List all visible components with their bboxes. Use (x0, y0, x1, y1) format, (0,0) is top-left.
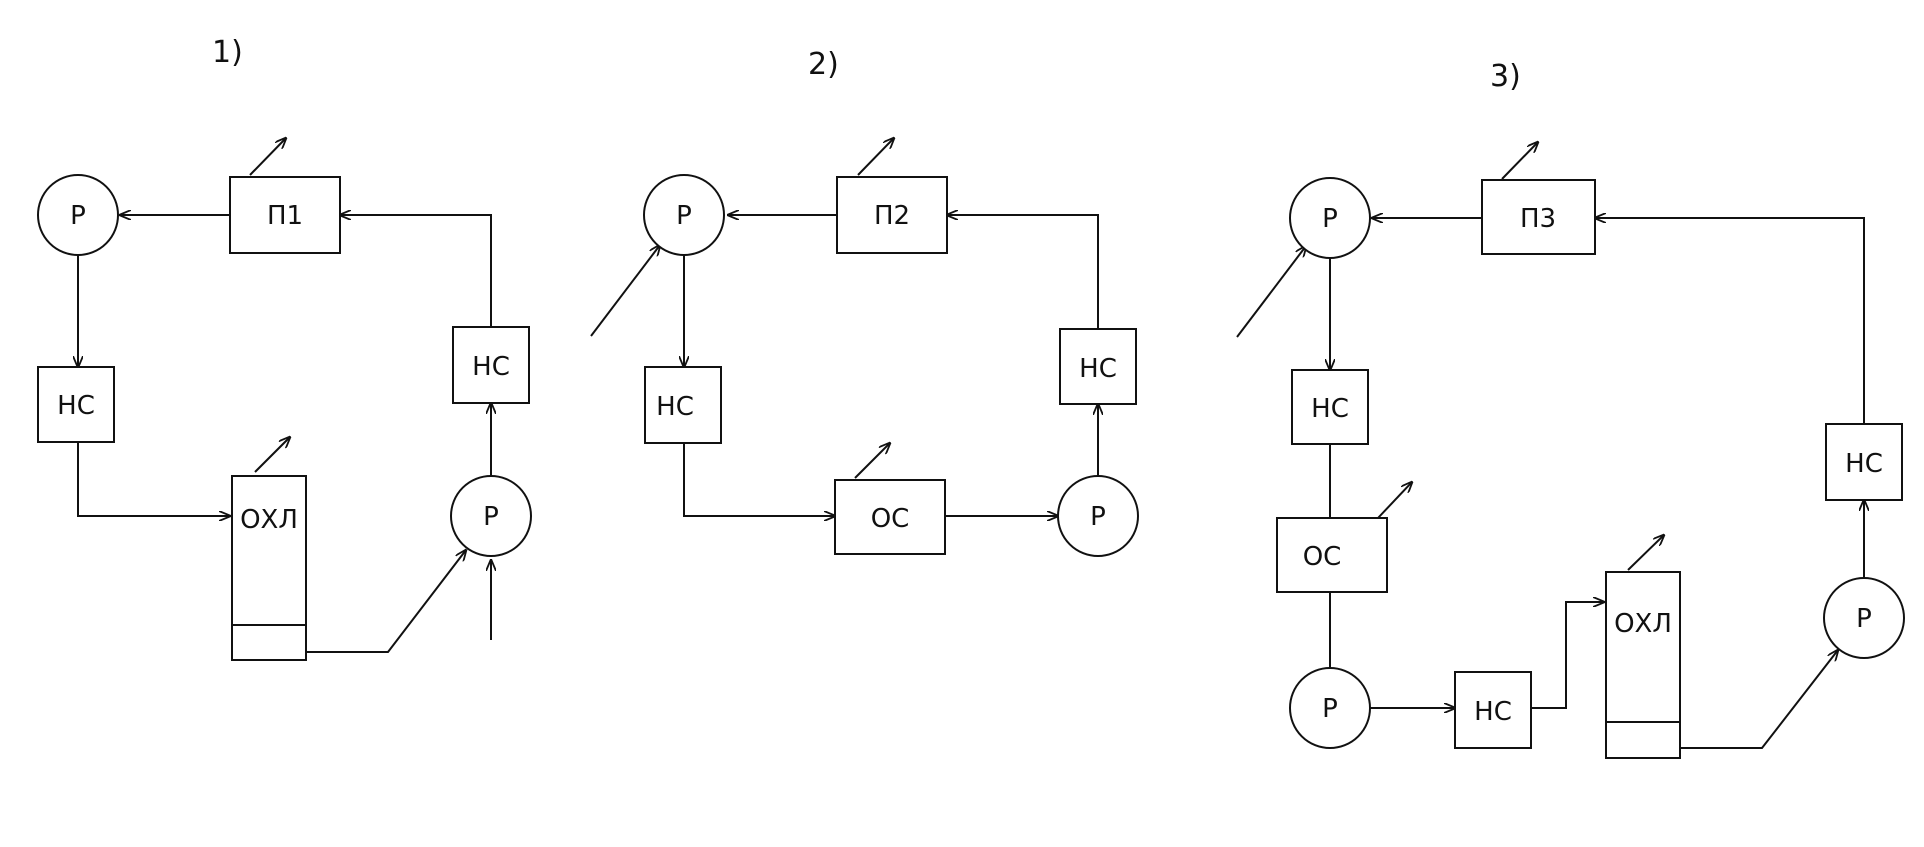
consumer-p3-box (1481, 179, 1596, 255)
edge-ns-to-p1 (340, 215, 492, 327)
adjust-arrow-icon (857, 138, 894, 176)
edge-ns-to-chiller (1531, 602, 1604, 709)
accumulator-node (1059, 328, 1137, 405)
accumulator-label: НС (1311, 394, 1349, 424)
adjust-arrow-icon (854, 443, 890, 479)
edge-chiller-to-pump (1680, 650, 1838, 749)
accumulator-node (1454, 671, 1532, 749)
accumulator-label: НС (656, 392, 694, 422)
adjust-arrow-icon (254, 437, 290, 473)
consumer-p1-label: П1 (267, 201, 303, 231)
pump-node (37, 174, 119, 256)
pump-label: Р (70, 201, 86, 231)
edge-ns-to-cooling-tower (683, 443, 835, 516)
accumulator-label: НС (1079, 354, 1117, 384)
pump-node (1289, 667, 1371, 749)
accumulator-label: НС (57, 391, 95, 421)
chiller-label: ОХЛ (1614, 609, 1672, 639)
accumulator-label: НС (1845, 449, 1883, 479)
edge-ns-to-p3 (1595, 218, 1865, 424)
scheme-1: 1) Р П1 НС ОХЛ Р НС (37, 35, 532, 661)
consumer-p2-label: П2 (874, 201, 910, 231)
chiller-box (231, 475, 307, 661)
pump-node (643, 174, 725, 256)
pump-label: Р (483, 502, 499, 532)
scheme-2: 2) Р П2 НС ОС Р НС (590, 47, 1139, 557)
accumulator-node (452, 326, 530, 404)
pump-label: Р (1322, 694, 1338, 724)
scheme-3: 3) Р П3 НС ОС Р НС ОХЛ Р (1236, 59, 1905, 759)
edge-chiller-to-pump (306, 550, 466, 653)
adjust-arrow-icon (1627, 535, 1664, 571)
pump-node (450, 475, 532, 557)
adjust-arrow-icon (1501, 142, 1538, 180)
edge-ns-to-chiller (77, 442, 230, 516)
cooling-tower-label: ОС (871, 504, 910, 534)
accumulator-node (644, 366, 722, 444)
adjust-arrow-icon (1377, 482, 1412, 519)
edge-ns-to-p2 (947, 215, 1099, 329)
adjust-arrow-icon (249, 138, 286, 176)
edge-inlet-to-pump (1236, 246, 1306, 338)
accumulator-node (37, 366, 115, 443)
chiller-label: ОХЛ (240, 505, 298, 535)
pump-label: Р (1856, 604, 1872, 634)
cooling-tower-label: ОС (1303, 542, 1342, 572)
cooling-tower-box (1276, 517, 1388, 593)
pump-label: Р (1090, 502, 1106, 532)
pump-node (1057, 475, 1139, 557)
scheme-1-label: 1) (212, 35, 243, 70)
accumulator-node (1291, 369, 1369, 445)
accumulator-label: НС (1474, 697, 1512, 727)
consumer-p2-box (836, 176, 948, 254)
pump-label: Р (1322, 204, 1338, 234)
accumulator-node (1825, 423, 1903, 501)
consumer-p3-label: П3 (1520, 204, 1556, 234)
chiller-box (1605, 571, 1681, 759)
consumer-p1-box (229, 176, 341, 254)
cooling-tower-box (834, 479, 946, 555)
scheme-3-label: 3) (1490, 59, 1521, 94)
pump-node (1823, 577, 1905, 659)
scheme-2-label: 2) (808, 47, 839, 82)
accumulator-label: НС (472, 352, 510, 382)
edge-inlet-to-pump (590, 245, 660, 337)
pump-node (1289, 177, 1371, 259)
pump-label: Р (676, 201, 692, 231)
